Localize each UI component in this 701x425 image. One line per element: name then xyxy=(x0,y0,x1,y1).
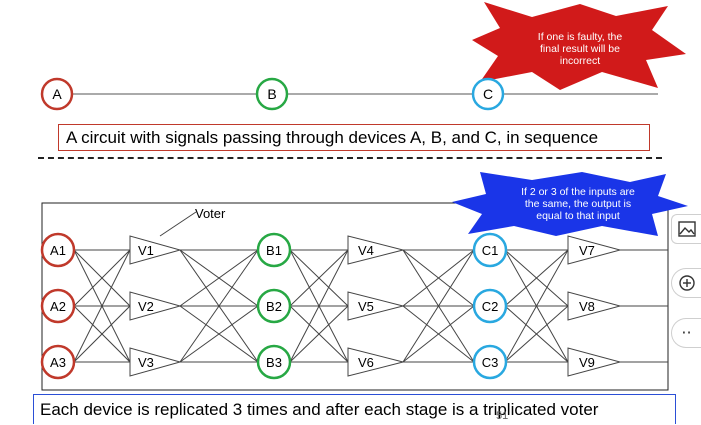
zoom-in-button[interactable] xyxy=(671,268,701,298)
node-c1-label: C1 xyxy=(482,243,499,258)
series-node-c xyxy=(471,77,505,111)
faulty-callout-text: If one is faulty, the final result will … xyxy=(510,31,650,67)
zoom-in-icon xyxy=(678,275,695,291)
voting-callout-line: equal to that input xyxy=(536,210,620,222)
voter-v6 xyxy=(347,347,404,377)
page-number: 51 xyxy=(496,410,509,422)
faulty-callout-line: final result will be xyxy=(540,43,620,55)
node-c1 xyxy=(472,232,508,268)
cross-connections xyxy=(73,249,569,363)
voter-label: Voter xyxy=(195,206,226,221)
series-node-b xyxy=(255,77,289,111)
voter-v5-label: V5 xyxy=(358,299,374,314)
image-icon xyxy=(677,221,696,237)
voter-v4 xyxy=(347,235,404,265)
faulty-callout-burst xyxy=(472,2,686,90)
voting-callout-text: If 2 or 3 of the inputs are the same, th… xyxy=(498,186,658,222)
node-b2 xyxy=(256,288,292,324)
voter-v9 xyxy=(567,347,622,377)
voter-v8 xyxy=(567,291,622,321)
voting-callout-line: the same, the output is xyxy=(524,198,632,210)
series-circuit-diagram: A B C xyxy=(40,77,658,111)
voter-stage-1 xyxy=(129,235,182,377)
voter-v3-label: V3 xyxy=(138,355,154,370)
faulty-callout-line: incorrect xyxy=(559,55,601,67)
node-b3-label: B3 xyxy=(266,355,282,370)
image-button[interactable] xyxy=(671,214,701,244)
series-node-a-label: A xyxy=(52,86,62,102)
voter-v4-label: V4 xyxy=(358,243,374,258)
node-b2-label: B2 xyxy=(266,299,282,314)
faulty-callout-line: If one is faulty, the xyxy=(537,31,623,43)
stage-a-nodes xyxy=(40,232,76,380)
voting-callout-line: If 2 or 3 of the inputs are xyxy=(521,186,635,198)
node-c3 xyxy=(472,344,508,380)
node-a2 xyxy=(40,288,76,324)
voter-pointer xyxy=(159,211,197,237)
stage-b-nodes xyxy=(256,232,292,380)
tmr-caption: Each device is replicated 3 times and af… xyxy=(33,394,676,424)
stage-c-nodes xyxy=(472,232,508,380)
node-b1 xyxy=(256,232,292,268)
node-a1-label: A1 xyxy=(50,243,66,258)
node-a3-label: A3 xyxy=(50,355,66,370)
voter-v5 xyxy=(347,291,404,321)
voter-v2-label: V2 xyxy=(138,299,154,314)
voter-v9-label: V9 xyxy=(579,355,595,370)
series-node-a xyxy=(40,77,74,111)
voting-callout-burst xyxy=(452,172,688,236)
voter-v8-label: V8 xyxy=(579,299,595,314)
node-a3 xyxy=(40,344,76,380)
node-b3 xyxy=(256,344,292,380)
voter-v7 xyxy=(567,235,622,265)
voter-v1 xyxy=(129,235,182,265)
section-divider xyxy=(38,157,662,159)
series-caption: A circuit with signals passing through d… xyxy=(58,124,650,151)
voter-v2 xyxy=(129,291,182,321)
voter-v7-label: V7 xyxy=(579,243,595,258)
node-a2-label: A2 xyxy=(50,299,66,314)
node-c2 xyxy=(472,288,508,324)
more-icon: ·· xyxy=(681,323,692,342)
series-node-c-label: C xyxy=(483,86,493,102)
node-c3-label: C3 xyxy=(482,355,499,370)
node-c2-label: C2 xyxy=(482,299,499,314)
voter-v3 xyxy=(129,347,182,377)
voter-stage-2 xyxy=(347,235,404,377)
voter-stage-3 xyxy=(567,235,622,377)
node-a1 xyxy=(40,232,76,268)
voter-v1-label: V1 xyxy=(138,243,154,258)
voter-v6-label: V6 xyxy=(358,355,374,370)
node-b1-label: B1 xyxy=(266,243,282,258)
series-node-b-label: B xyxy=(267,86,276,102)
more-options-button[interactable]: ·· xyxy=(671,318,701,348)
